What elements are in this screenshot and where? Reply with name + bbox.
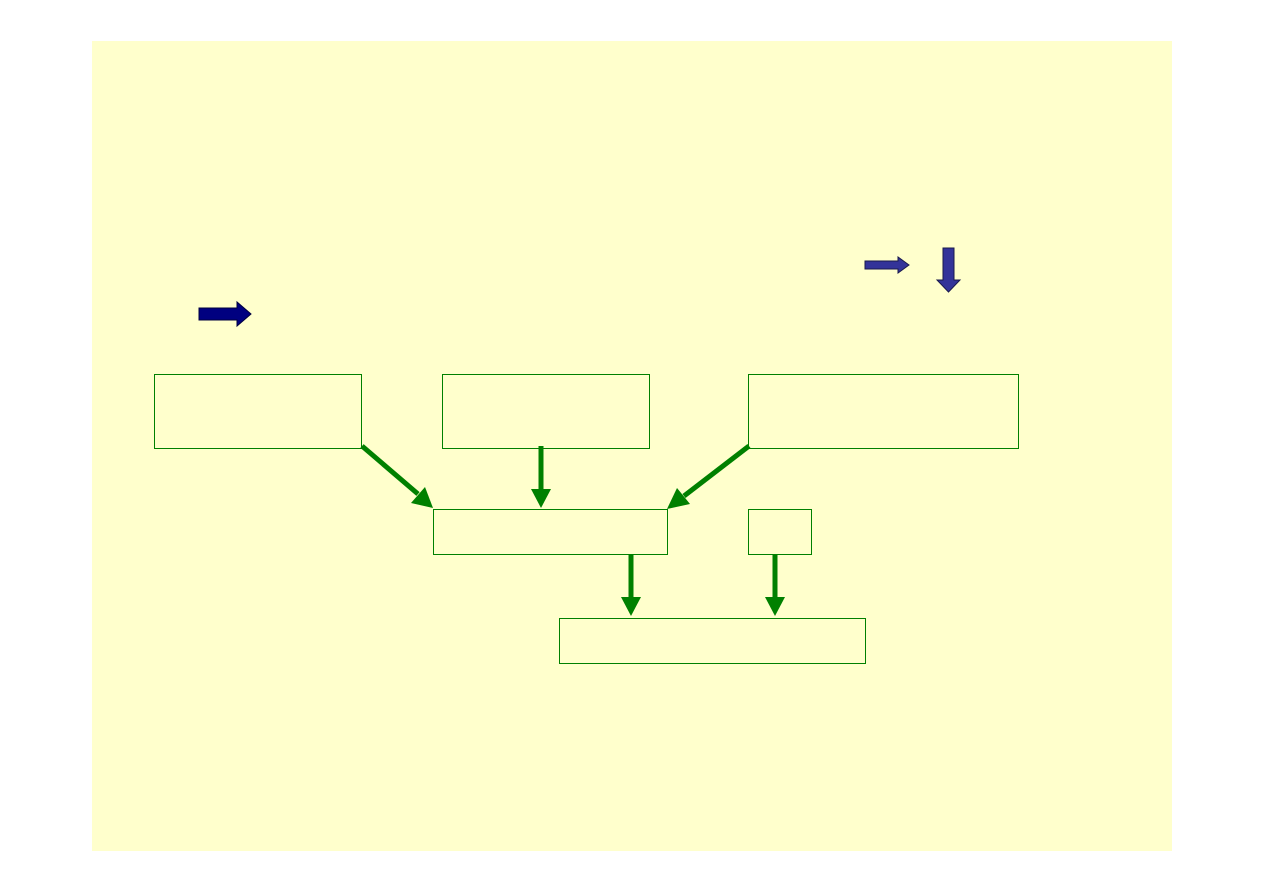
- box-top-middle: [442, 374, 650, 449]
- connector-top-left-to-center-shaft: [360, 444, 420, 496]
- box-top-right: [748, 374, 1019, 449]
- connector-top-middle-to-center-head: [531, 489, 551, 508]
- box-middle-small: [748, 509, 812, 555]
- box-top-left: [154, 374, 362, 449]
- right-arrow-icon: [198, 300, 252, 328]
- connector-center-to-bottom-head: [621, 597, 641, 616]
- connector-top-right-to-center-shaft: [682, 444, 751, 498]
- box-middle-center: [433, 509, 668, 555]
- connector-small-to-bottom-head: [765, 597, 785, 616]
- connector-top-left-to-center-head: [411, 487, 433, 508]
- connector-top-right-to-center-head: [667, 488, 690, 509]
- box-bottom: [559, 618, 866, 664]
- slide-background: [92, 41, 1172, 851]
- down-arrow-icon: [935, 247, 962, 293]
- small-right-arrow-icon: [864, 256, 910, 274]
